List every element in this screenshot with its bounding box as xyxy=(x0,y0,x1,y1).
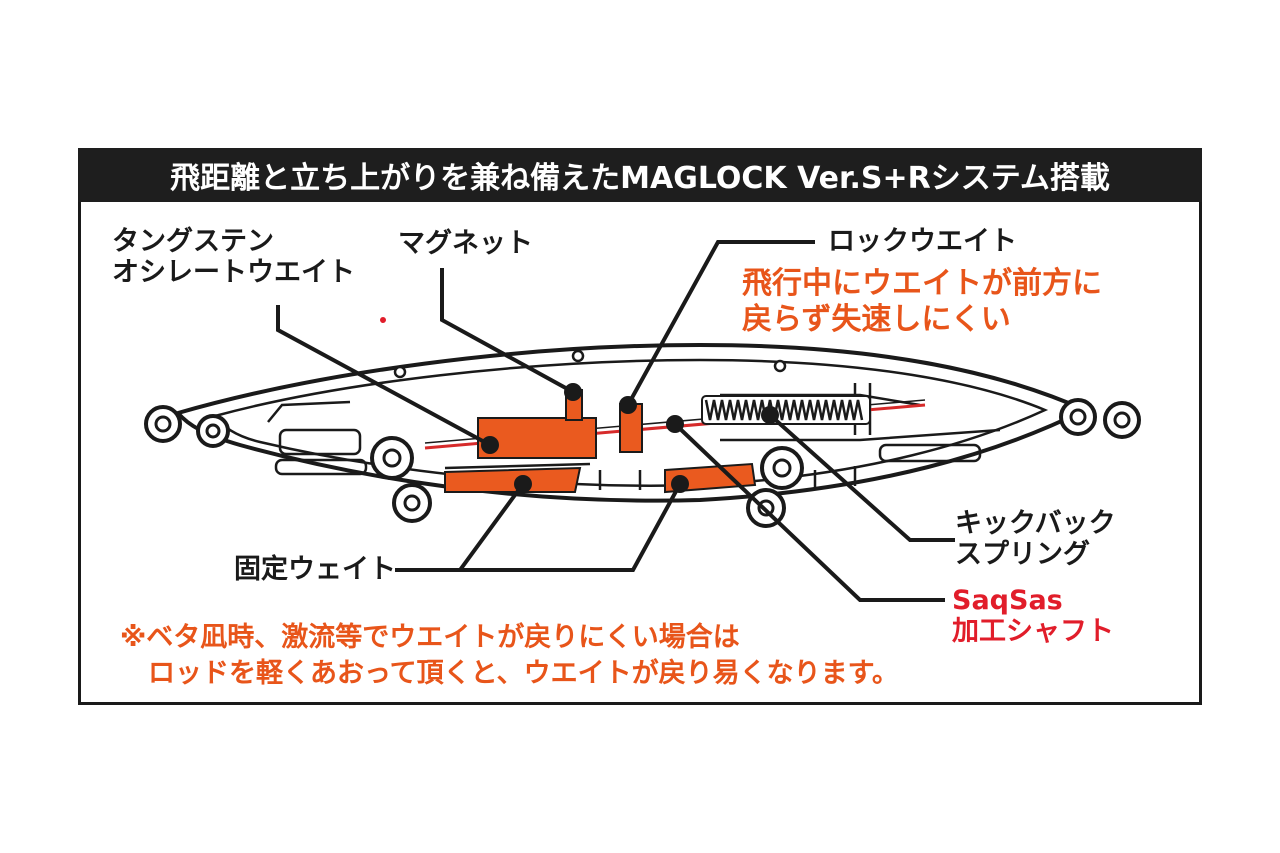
label-line: 加工シャフト xyxy=(952,616,1114,647)
top-ring xyxy=(773,359,787,373)
label-kickback-spring: キックバック スプリング xyxy=(955,508,1116,570)
tungsten-oscillate-weight xyxy=(477,417,597,459)
label-line: タングステン xyxy=(112,226,274,257)
front-hook-eye xyxy=(370,436,432,523)
note-line: ロッドを軽くあおって頂くと、ウエイトが戻り易くなります。 xyxy=(148,658,899,689)
top-ring xyxy=(393,365,407,379)
label-line: 飛行中にウエイトが前方に xyxy=(742,266,1102,301)
usage-note: ※ベタ凪時、激流等でウエイトが戻りにくい場合は ロッドを軽くあおって頂くと、ウエ… xyxy=(120,620,899,692)
red-marker-dot xyxy=(380,317,386,323)
label-lock-weight: ロックウエイト xyxy=(828,226,1017,257)
label-line: 固定ウェイト xyxy=(234,554,396,585)
label-magnet: マグネット xyxy=(398,228,533,259)
label-line: ロックウエイト xyxy=(828,226,1017,257)
label-line: オシレートウエイト xyxy=(112,257,355,288)
nose-eyelet xyxy=(144,405,230,448)
lure-inner-outline xyxy=(212,358,1049,487)
callout-dots xyxy=(481,383,779,493)
label-tungsten-weight: タングステン オシレートウエイト xyxy=(112,226,355,288)
note-line: ※ベタ凪時、激流等でウエイトが戻りにくい場合は xyxy=(120,622,740,653)
label-lock-weight-note: 飛行中にウエイトが前方に 戻らず失速しにくい xyxy=(742,266,1102,338)
label-line: キックバック xyxy=(955,508,1116,539)
callout-lines xyxy=(276,240,955,602)
top-ring xyxy=(571,349,585,363)
label-line: SaqSas xyxy=(952,585,1063,616)
label-fixed-weight: 固定ウェイト xyxy=(234,554,396,585)
rear-hook-eye xyxy=(746,446,804,528)
fixed-weight-front xyxy=(444,466,582,493)
label-line: マグネット xyxy=(398,228,533,259)
label-saqsas-shaft: SaqSas 加工シャフト xyxy=(952,585,1114,647)
label-line: スプリング xyxy=(955,539,1090,570)
title-text: 飛距離と立ち上がりを兼ね備えたMAGLOCK Ver.S+Rシステム搭載 xyxy=(170,161,1110,196)
label-line: 戻らず失速しにくい xyxy=(742,302,1011,337)
title-bar: 飛距離と立ち上がりを兼ね備えたMAGLOCK Ver.S+Rシステム搭載 xyxy=(78,148,1202,202)
tail-eyelet xyxy=(1059,398,1141,439)
kickback-spring xyxy=(701,395,871,425)
